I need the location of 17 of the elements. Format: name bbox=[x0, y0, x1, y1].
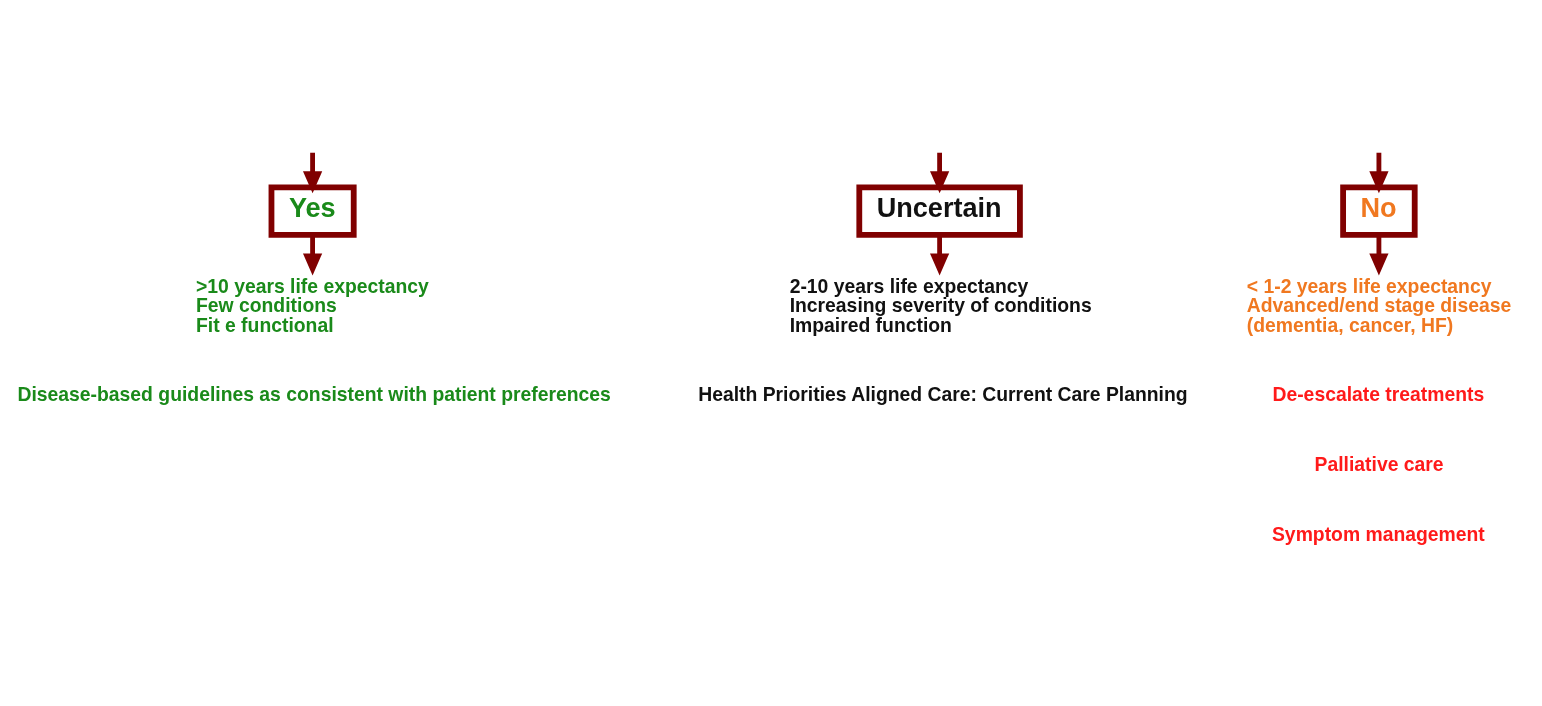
node-text: < 1-2 years life expectancy Advanced/end stage disease (dementia, cancer, HF) bbox=[1246, 274, 1512, 336]
arrow bbox=[302, 152, 323, 194]
arrow bbox=[1369, 234, 1389, 276]
label: De-escalate treatments bbox=[1272, 383, 1485, 406]
arrow bbox=[302, 234, 323, 276]
label: Health Priorities Aligned Care: Current Care Planning bbox=[698, 383, 1188, 406]
node-text: 2-10 years life expectancy Increasing severity of conditions Impaired function bbox=[789, 274, 1092, 336]
node-box: No bbox=[1340, 184, 1418, 238]
node-box: Yes bbox=[268, 184, 357, 238]
arrow bbox=[930, 234, 950, 276]
arrow bbox=[930, 152, 950, 194]
label: Symptom management bbox=[1271, 522, 1485, 545]
node-text: >10 years life expectancy Few conditions Fit e functional bbox=[195, 274, 429, 336]
label: Palliative care bbox=[1314, 452, 1444, 475]
node-box: Uncertain bbox=[856, 184, 1023, 238]
label: Disease-based guidelines as consistent with patient preferences bbox=[17, 383, 611, 406]
arrow bbox=[1369, 152, 1389, 194]
